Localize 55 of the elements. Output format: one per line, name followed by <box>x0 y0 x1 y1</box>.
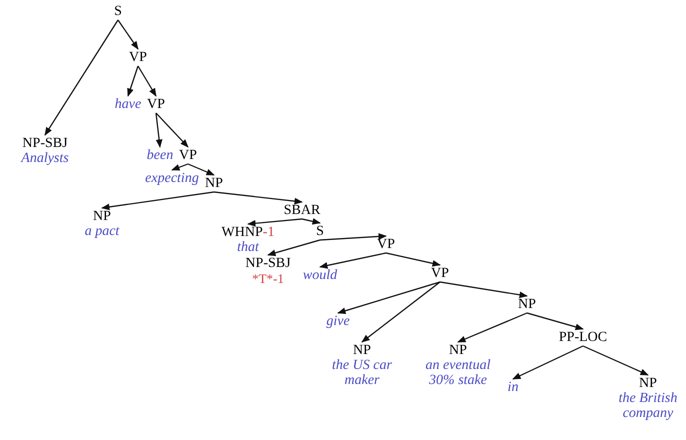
category-label: VP <box>147 97 165 112</box>
tree-arrow <box>137 66 157 97</box>
tree-arrow <box>101 191 214 210</box>
tree-arrow <box>386 252 441 267</box>
tree-arrow <box>214 191 303 204</box>
category-label: NP-SBJ <box>245 256 291 271</box>
category-label: PP-LOC <box>558 330 608 345</box>
word-label: in <box>508 380 518 395</box>
category-label: VP <box>431 266 449 281</box>
word-label: expecting <box>145 171 199 186</box>
tree-arrow <box>247 218 302 227</box>
tree-arrow <box>361 282 440 342</box>
word-label: give <box>326 314 350 329</box>
category-label: NP <box>518 297 536 312</box>
word-label: been <box>146 148 174 163</box>
tree-arrow <box>188 163 215 176</box>
category-label: VP <box>179 148 197 163</box>
category-label: NP <box>93 209 111 224</box>
category-label: VP <box>377 237 395 252</box>
tree-arrow <box>512 345 584 380</box>
category-label: VP <box>129 50 147 65</box>
category-label: WHNP <box>222 225 263 240</box>
word-label: have <box>114 97 142 112</box>
word-label: that <box>237 240 259 255</box>
tree-arrow <box>127 66 139 97</box>
word-label: the British company <box>618 391 678 421</box>
tree-arrow <box>319 252 386 269</box>
trace-label: *T*-1 <box>252 271 284 286</box>
tree-arrow <box>156 112 189 148</box>
tree-arrow <box>526 312 584 330</box>
tree-arrow <box>337 281 440 314</box>
index-suffix: -1 <box>262 225 274 240</box>
word-label: the US car maker <box>331 358 393 388</box>
category-label: NP <box>353 343 371 358</box>
tree-arrow <box>267 239 320 256</box>
category-label: NP <box>449 343 467 358</box>
tree-arrow <box>440 281 528 298</box>
tree-arrow <box>118 20 138 50</box>
category-label: S <box>316 224 324 239</box>
tree-arrow <box>171 163 188 171</box>
tree-arrow <box>44 20 118 136</box>
tree-arrow <box>582 345 649 376</box>
tree-arrow <box>155 112 162 148</box>
tree-arrow <box>457 312 528 343</box>
word-label: an eventual 30% stake <box>424 358 492 388</box>
category-label: NP <box>205 176 223 191</box>
category-label: S <box>114 4 122 19</box>
category-label: NP-SBJ <box>22 136 68 151</box>
tree-arrow <box>302 218 321 225</box>
word-label: a pact <box>84 224 120 239</box>
word-label: Analysts <box>21 151 69 166</box>
category-label: NP <box>639 376 657 391</box>
category-label: SBAR <box>284 203 320 218</box>
tree-arrow <box>320 233 387 241</box>
word-label: would <box>302 268 338 283</box>
